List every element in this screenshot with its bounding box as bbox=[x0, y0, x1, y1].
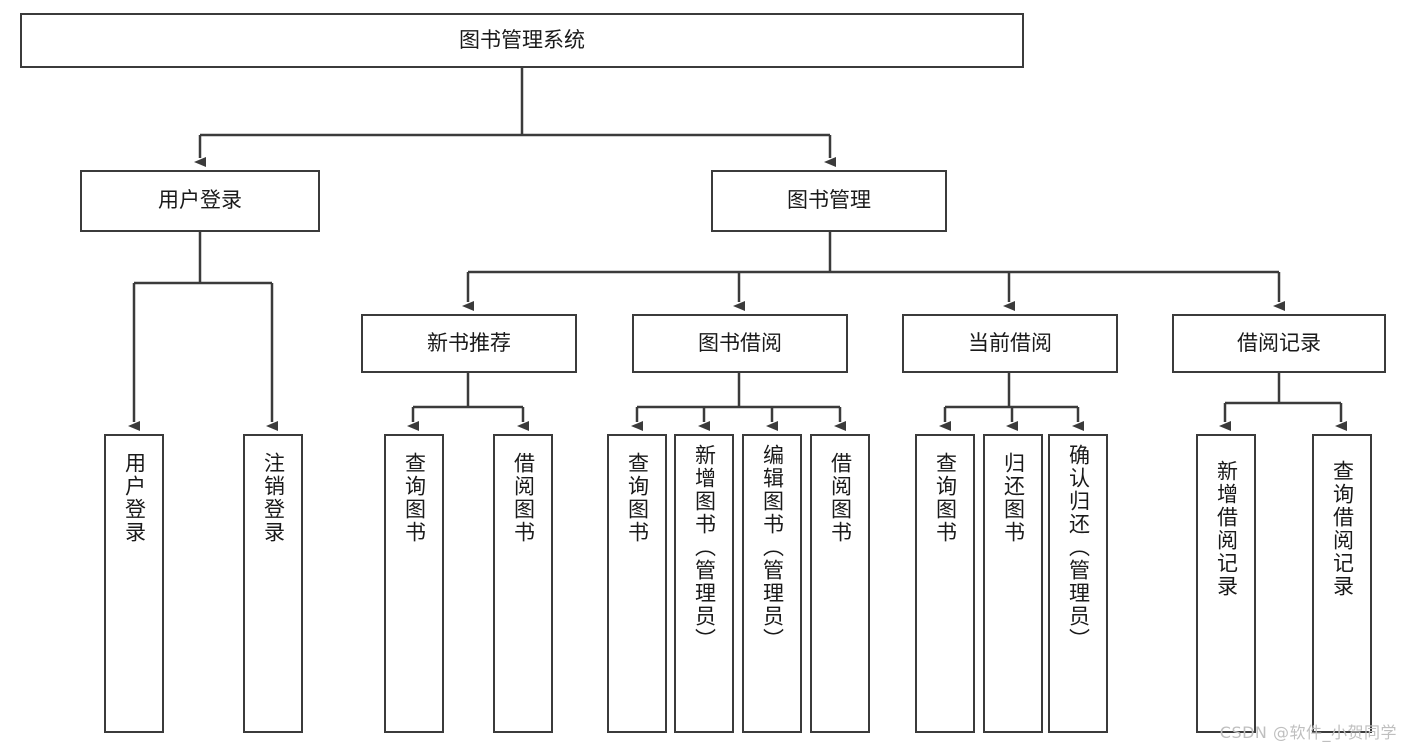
node-book-borrow-label: 图书借阅 bbox=[698, 330, 782, 355]
node-leaf-logout-login[interactable]: 注销登录 bbox=[243, 434, 303, 733]
node-book-manage[interactable]: 图书管理 bbox=[711, 170, 947, 232]
node-leaf-add-record[interactable]: 新增借阅记录 bbox=[1196, 434, 1256, 733]
csdn-watermark: CSDN @软件_小贺同学 bbox=[1219, 723, 1397, 742]
node-borrow-record-label: 借阅记录 bbox=[1237, 330, 1321, 355]
node-current-borrow-label: 当前借阅 bbox=[968, 330, 1052, 355]
node-leaf-add-book-label: 新增图书（管理员） bbox=[692, 444, 717, 651]
node-root-label: 图书管理系统 bbox=[459, 27, 585, 52]
node-leaf-query-book-1[interactable]: 查询图书 bbox=[384, 434, 444, 733]
node-leaf-user-login[interactable]: 用户登录 bbox=[104, 434, 164, 733]
node-user-login-label: 用户登录 bbox=[158, 188, 242, 213]
node-leaf-logout-login-label: 注销登录 bbox=[261, 452, 286, 544]
node-leaf-query-book-2[interactable]: 查询图书 bbox=[607, 434, 667, 733]
node-leaf-edit-book[interactable]: 编辑图书（管理员） bbox=[742, 434, 802, 733]
node-leaf-confirm-return[interactable]: 确认归还（管理员） bbox=[1048, 434, 1108, 733]
node-new-book-recommend-label: 新书推荐 bbox=[427, 330, 511, 355]
node-leaf-query-book-3-label: 查询图书 bbox=[933, 452, 958, 544]
node-leaf-borrow-book-2[interactable]: 借阅图书 bbox=[810, 434, 870, 733]
node-leaf-borrow-book-1[interactable]: 借阅图书 bbox=[493, 434, 553, 733]
node-leaf-query-book-1-label: 查询图书 bbox=[402, 452, 427, 544]
node-book-borrow[interactable]: 图书借阅 bbox=[632, 314, 848, 373]
node-leaf-borrow-book-1-label: 借阅图书 bbox=[511, 452, 536, 544]
node-leaf-edit-book-label: 编辑图书（管理员） bbox=[760, 444, 785, 651]
node-leaf-query-book-3[interactable]: 查询图书 bbox=[915, 434, 975, 733]
node-user-login[interactable]: 用户登录 bbox=[80, 170, 320, 232]
node-root[interactable]: 图书管理系统 bbox=[20, 13, 1024, 68]
node-leaf-query-book-2-label: 查询图书 bbox=[625, 452, 650, 544]
node-book-manage-label: 图书管理 bbox=[787, 188, 871, 213]
node-leaf-confirm-return-label: 确认归还（管理员） bbox=[1066, 444, 1091, 651]
node-leaf-query-record-label: 查询借阅记录 bbox=[1330, 460, 1355, 598]
node-current-borrow[interactable]: 当前借阅 bbox=[902, 314, 1118, 373]
node-leaf-return-book[interactable]: 归还图书 bbox=[983, 434, 1043, 733]
node-leaf-return-book-label: 归还图书 bbox=[1001, 452, 1026, 544]
node-leaf-add-book[interactable]: 新增图书（管理员） bbox=[674, 434, 734, 733]
node-leaf-add-record-label: 新增借阅记录 bbox=[1214, 460, 1239, 598]
node-leaf-query-record[interactable]: 查询借阅记录 bbox=[1312, 434, 1372, 733]
node-new-book-recommend[interactable]: 新书推荐 bbox=[361, 314, 577, 373]
node-leaf-borrow-book-2-label: 借阅图书 bbox=[828, 452, 853, 544]
node-leaf-user-login-label: 用户登录 bbox=[122, 452, 147, 544]
node-borrow-record[interactable]: 借阅记录 bbox=[1172, 314, 1386, 373]
